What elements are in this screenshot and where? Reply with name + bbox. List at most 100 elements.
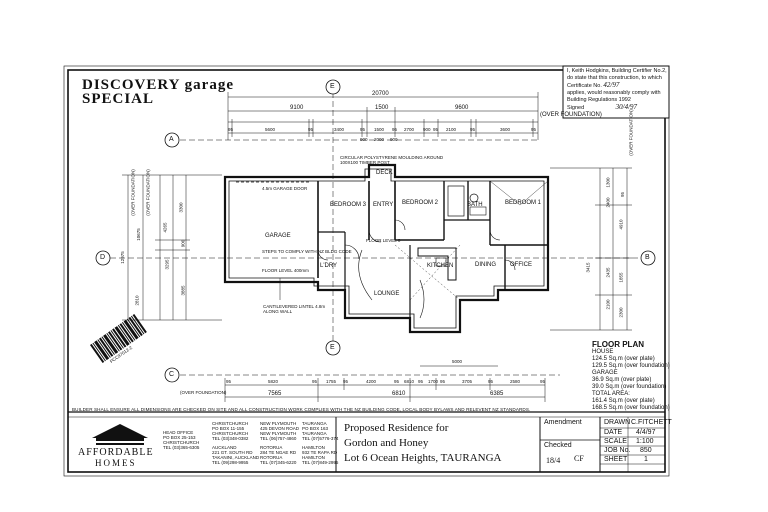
dim-deck: 5000 [452, 359, 463, 364]
dim-seg: 95 [312, 379, 318, 384]
room-entry: ENTRY [373, 202, 394, 208]
garage-door-note: 4.5m GARAGE DOOR [262, 186, 308, 191]
dim-seg: 1500 [374, 127, 385, 132]
dim-left: 4265 [162, 222, 168, 233]
area-garage-plate: 36.9 Sq.m (over plate) [592, 377, 652, 383]
dim-seg: 95 [470, 127, 476, 132]
company-name: AFFORDABLE [78, 447, 154, 458]
room-garage: GARAGE [265, 233, 291, 239]
dim-total: 6810 [392, 391, 406, 397]
dim-left: 3295 [164, 259, 170, 270]
building-walls [223, 163, 550, 334]
dim-right: 4910 [618, 219, 624, 230]
cert-line: Certificate No. 42/97 [567, 81, 620, 90]
sheet-label: SHEET [604, 456, 628, 463]
room-bedroom-3: BEDROOM 3 [330, 202, 367, 208]
dim-seg: 5600 [265, 127, 276, 132]
dim-right: 1300 [605, 177, 611, 188]
room-office: OFFICE [510, 262, 532, 268]
affordable-homes-logo [92, 424, 148, 445]
project-line-3: Lot 6 Ocean Heights, TAURANGA [344, 452, 502, 464]
dim-left: 10675 [135, 228, 141, 241]
dim-seg: 95 [440, 379, 446, 384]
cantilever-note: CANTILEVERED LINTEL 4.8m ALONG WALL [263, 304, 326, 314]
dim-seg: 95 [433, 127, 439, 132]
dim-left: 3885 [180, 285, 186, 296]
dim-right: 9600 [455, 105, 469, 111]
room-bedroom-2: BEDROOM 2 [402, 200, 439, 206]
floor-plan-summary: FLOOR PLAN HOUSE 124.5 Sq.m (over plate)… [592, 340, 670, 412]
job-value: 850 [640, 447, 652, 454]
dim-seg: 2700 [404, 127, 415, 132]
dim-left: 9100 [290, 105, 304, 111]
cert-number: 42/97 [603, 81, 620, 89]
dim-seg: 5820 [268, 379, 279, 384]
barcode [90, 314, 147, 364]
amendment-label: Amendment [544, 419, 582, 426]
date-value: 4/4/97 [636, 429, 656, 436]
drawn-label: DRAWN [604, 419, 631, 426]
dim-seg: 95 [308, 127, 314, 132]
area-garage-foundation: 39.0 Sq.m (over foundation) [592, 384, 667, 390]
dim-seg: 95 [343, 379, 349, 384]
grid-marker-b: B [645, 254, 650, 261]
dim-seg: 95 [394, 379, 400, 384]
area-house-plate: 124.5 Sq.m (over plate) [592, 356, 655, 362]
room-bath: BATH [467, 202, 483, 208]
dim-right: 2100 [605, 299, 611, 310]
dim-left: 2810 [134, 295, 140, 306]
date-label: DATE [604, 429, 623, 436]
dim-seg: 95 [488, 379, 494, 384]
dim-over-foundation: (OVER FOUNDATION) [540, 112, 602, 118]
dim-seg: 1700 [428, 379, 439, 384]
job-label: JOB No. [604, 447, 631, 454]
bottom-dimensions [224, 365, 546, 402]
area-house-foundation: 129.5 Sq.m (over foundation) [592, 363, 670, 369]
drawn-value: C.FITCHETT [631, 419, 672, 426]
room-lounge: LOUNGE [374, 291, 400, 297]
dim-seg: 95 [360, 127, 366, 132]
dim-left: (OVER FOUNDATION) [130, 169, 136, 216]
checked-initials: CF [574, 454, 584, 463]
grid-marker-c: C [169, 371, 175, 378]
cert-line: Signed 30/4/97 [567, 103, 638, 112]
title-block [68, 411, 665, 472]
dim-seg: 4200 [366, 379, 377, 384]
dim-small: 900 [360, 137, 368, 142]
drawing-title-line2: SPECIAL [82, 91, 155, 107]
dim-seg: 2580 [510, 379, 521, 384]
marker-a-circle [164, 132, 180, 148]
floor-plan-heading: FLOOR PLAN [592, 340, 644, 349]
dim-seg: 3600 [500, 127, 511, 132]
marker-d-circle [95, 250, 111, 266]
marker-e-top-circle [325, 79, 341, 95]
dim-seg: 95 [540, 379, 546, 384]
room-bedroom-1: BEDROOM 1 [505, 200, 542, 206]
dim-left: 900 [180, 239, 186, 248]
area-house-label: HOUSE [592, 349, 614, 355]
grid-marker-e-top: E [330, 83, 335, 90]
room-deck: DECK [376, 170, 393, 176]
company-name-2: HOMES [95, 458, 137, 468]
dim-left: (OVER FOUNDATION) [145, 169, 151, 216]
dim-seg: 95 [392, 127, 398, 132]
dim-seg: 95 [228, 127, 234, 132]
dim-right: 2400 [605, 197, 611, 208]
cert-line: I, Keith Hodgkins, Building Certifier No… [567, 68, 667, 74]
left-dimensions [122, 174, 222, 321]
head-office: HEAD OFFICE PO BOX 25-153 CHRISTCHURCH T… [163, 430, 200, 450]
dim-seg: 1755 [326, 379, 337, 384]
marker-b-circle [640, 250, 656, 266]
dim-right: (OVER FOUNDATION) [628, 109, 634, 156]
room-dining: DINING [475, 262, 496, 268]
outer-frame [63, 65, 670, 477]
scale-value: 1:100 [636, 438, 654, 445]
dim-total: 7565 [268, 391, 282, 397]
marker-c-circle [164, 367, 180, 383]
